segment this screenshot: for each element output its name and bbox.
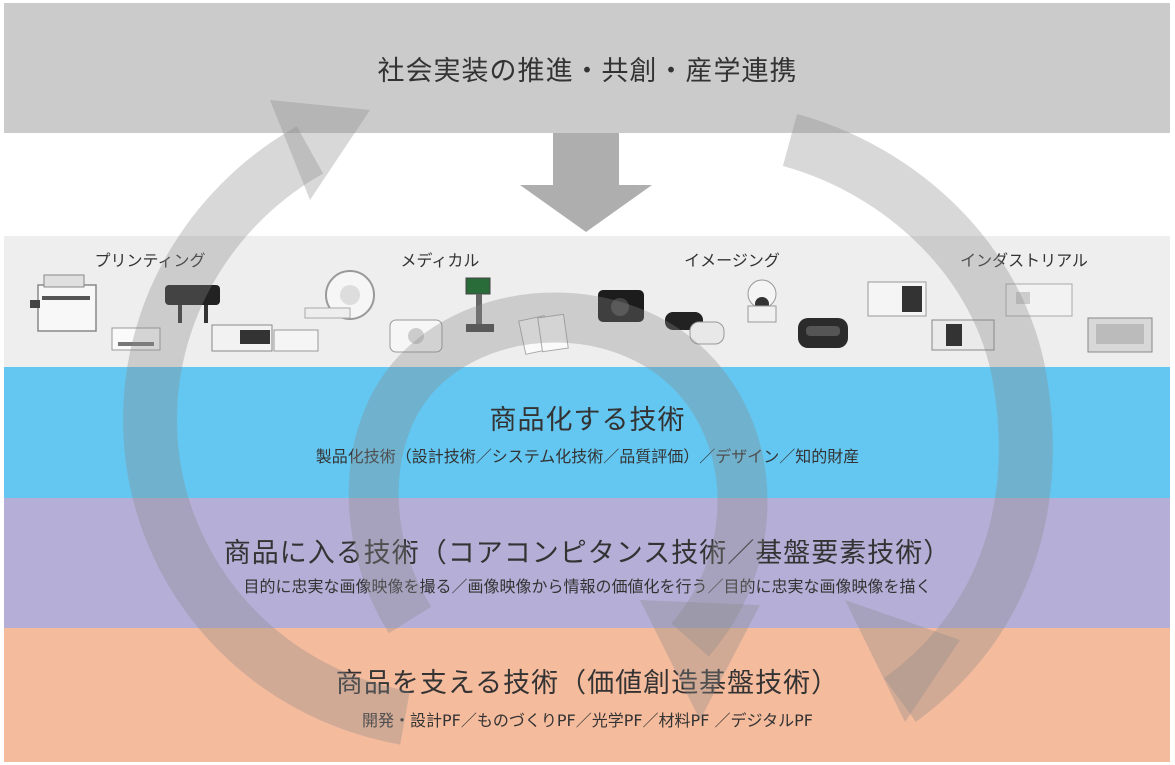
core-tech-title: 商品に入る技術（コアコンピタンス技術／基盤要素技術） bbox=[223, 538, 952, 569]
category-printing: プリンティング bbox=[94, 251, 206, 270]
core-tech-subtitle: 目的に忠実な画像映像を撮る／画像映像から情報の価値化を行う／目的に忠実な画像映像… bbox=[243, 577, 932, 596]
foundation-title: 商品を支える技術（価値創造基盤技術） bbox=[335, 668, 840, 699]
factory-line-icon bbox=[1005, 283, 1073, 317]
foundation-tech-band bbox=[4, 628, 1170, 762]
commercialization-title: 商品化する技術 bbox=[489, 405, 686, 436]
commercialization-tech-band bbox=[4, 367, 1170, 498]
category-medical: メディカル bbox=[400, 251, 480, 270]
foundation-subtitle: 開発・設計PF／ものづくりPF／光学PF／材料PF ／デジタルPF bbox=[361, 711, 814, 730]
manufacturing-machine-icon bbox=[1087, 317, 1153, 353]
social-implementation-band bbox=[4, 3, 1170, 133]
ultrasound-icon bbox=[465, 277, 494, 332]
core-tech-band bbox=[4, 498, 1170, 628]
vr-headset-icon bbox=[798, 318, 848, 348]
printer-mfp-icon bbox=[30, 274, 97, 332]
ptz-camera-icon bbox=[747, 279, 777, 323]
top-title: 社会実装の推進・共創・産学連携 bbox=[377, 56, 798, 87]
large-format-printer-icon bbox=[165, 285, 220, 323]
mri-scanner-icon bbox=[389, 319, 443, 353]
lithography-system-icon bbox=[931, 319, 995, 351]
xray-panels-icon bbox=[518, 313, 569, 355]
desktop-printer-icon bbox=[111, 327, 161, 351]
semiconductor-equipment-icon bbox=[867, 281, 927, 317]
ct-scanner-icon bbox=[304, 270, 375, 320]
category-industrial: インダストリアル bbox=[960, 251, 1088, 270]
production-printer-icon bbox=[211, 324, 319, 352]
commercialization-subtitle: 製品化技術（設計技術／システム化技術／品質評価）／デザイン／知的財産 bbox=[315, 447, 860, 466]
camera-body-icon bbox=[598, 290, 644, 322]
lens-icon bbox=[665, 312, 725, 345]
category-imaging: イメージング bbox=[684, 251, 780, 270]
